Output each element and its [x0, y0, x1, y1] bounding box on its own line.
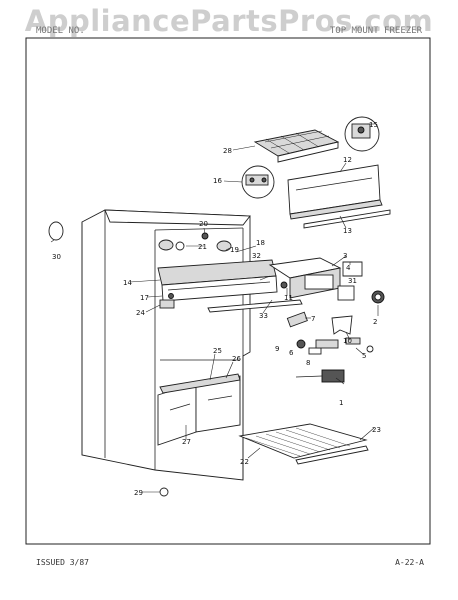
header-left-text: MODEL NO. — [36, 26, 85, 36]
callout-10: 10 — [343, 337, 352, 345]
callout-17: 17 — [140, 294, 149, 302]
hinge-detail-16 — [241, 165, 275, 199]
crisper-drawers — [157, 373, 241, 446]
wire-shelf — [238, 423, 369, 465]
callout-7: 7 — [311, 315, 315, 323]
callout-3: 3 — [343, 252, 347, 260]
callout-18: 18 — [256, 239, 265, 247]
misc-parts-left — [48, 221, 175, 497]
issued-date-text: ISSUED 3/87 — [36, 558, 89, 567]
callout-22: 22 — [240, 458, 249, 466]
watermark-text: AppliancePartsPros.com — [24, 4, 434, 38]
callout-23: 23 — [372, 426, 381, 434]
callout-31: 31 — [348, 277, 357, 285]
callout-11: 11 — [284, 294, 293, 302]
callout-28: 28 — [223, 147, 232, 155]
callout-32: 32 — [252, 252, 261, 260]
thermostat-knob — [371, 290, 385, 304]
page-number-text: A-22-A — [395, 558, 424, 567]
callout-14: 14 — [123, 279, 132, 287]
callout-20: 20 — [199, 220, 208, 228]
callout-27: 27 — [182, 438, 191, 446]
callout-30: 30 — [52, 253, 61, 261]
callout-16: 16 — [213, 177, 222, 185]
callout-9: 9 — [275, 345, 279, 353]
callout-12: 12 — [343, 156, 352, 164]
callout-1: 1 — [339, 399, 343, 407]
control-assembly — [268, 257, 342, 299]
diagram-border — [25, 37, 431, 545]
hinge-detail-15 — [344, 116, 380, 152]
callout-4: 4 — [346, 264, 351, 272]
small-parts — [286, 261, 374, 383]
callout-25: 25 — [213, 347, 222, 355]
callout-15: 15 — [369, 121, 378, 129]
callout-21: 21 — [198, 243, 207, 251]
callout-29: 29 — [134, 489, 143, 497]
ice-tray — [253, 129, 340, 163]
callout-24: 24 — [136, 309, 145, 317]
callout-26: 26 — [232, 355, 241, 363]
callout-8: 8 — [306, 359, 310, 367]
callout-33: 33 — [259, 312, 268, 320]
callout-6: 6 — [289, 349, 294, 357]
leader-lines — [50, 123, 379, 493]
freezer-shelf — [157, 259, 303, 313]
callout-labels: 1 2 3 4 5 6 7 8 9 10 11 12 13 14 15 16 1… — [52, 121, 381, 497]
callout-2: 2 — [373, 318, 377, 326]
callout-13: 13 — [343, 227, 352, 235]
callout-5: 5 — [362, 352, 366, 360]
callout-19: 19 — [230, 246, 239, 254]
freezer-door-panel — [287, 164, 391, 229]
header-right-text: TOP MOUNT FREEZER — [329, 26, 422, 36]
